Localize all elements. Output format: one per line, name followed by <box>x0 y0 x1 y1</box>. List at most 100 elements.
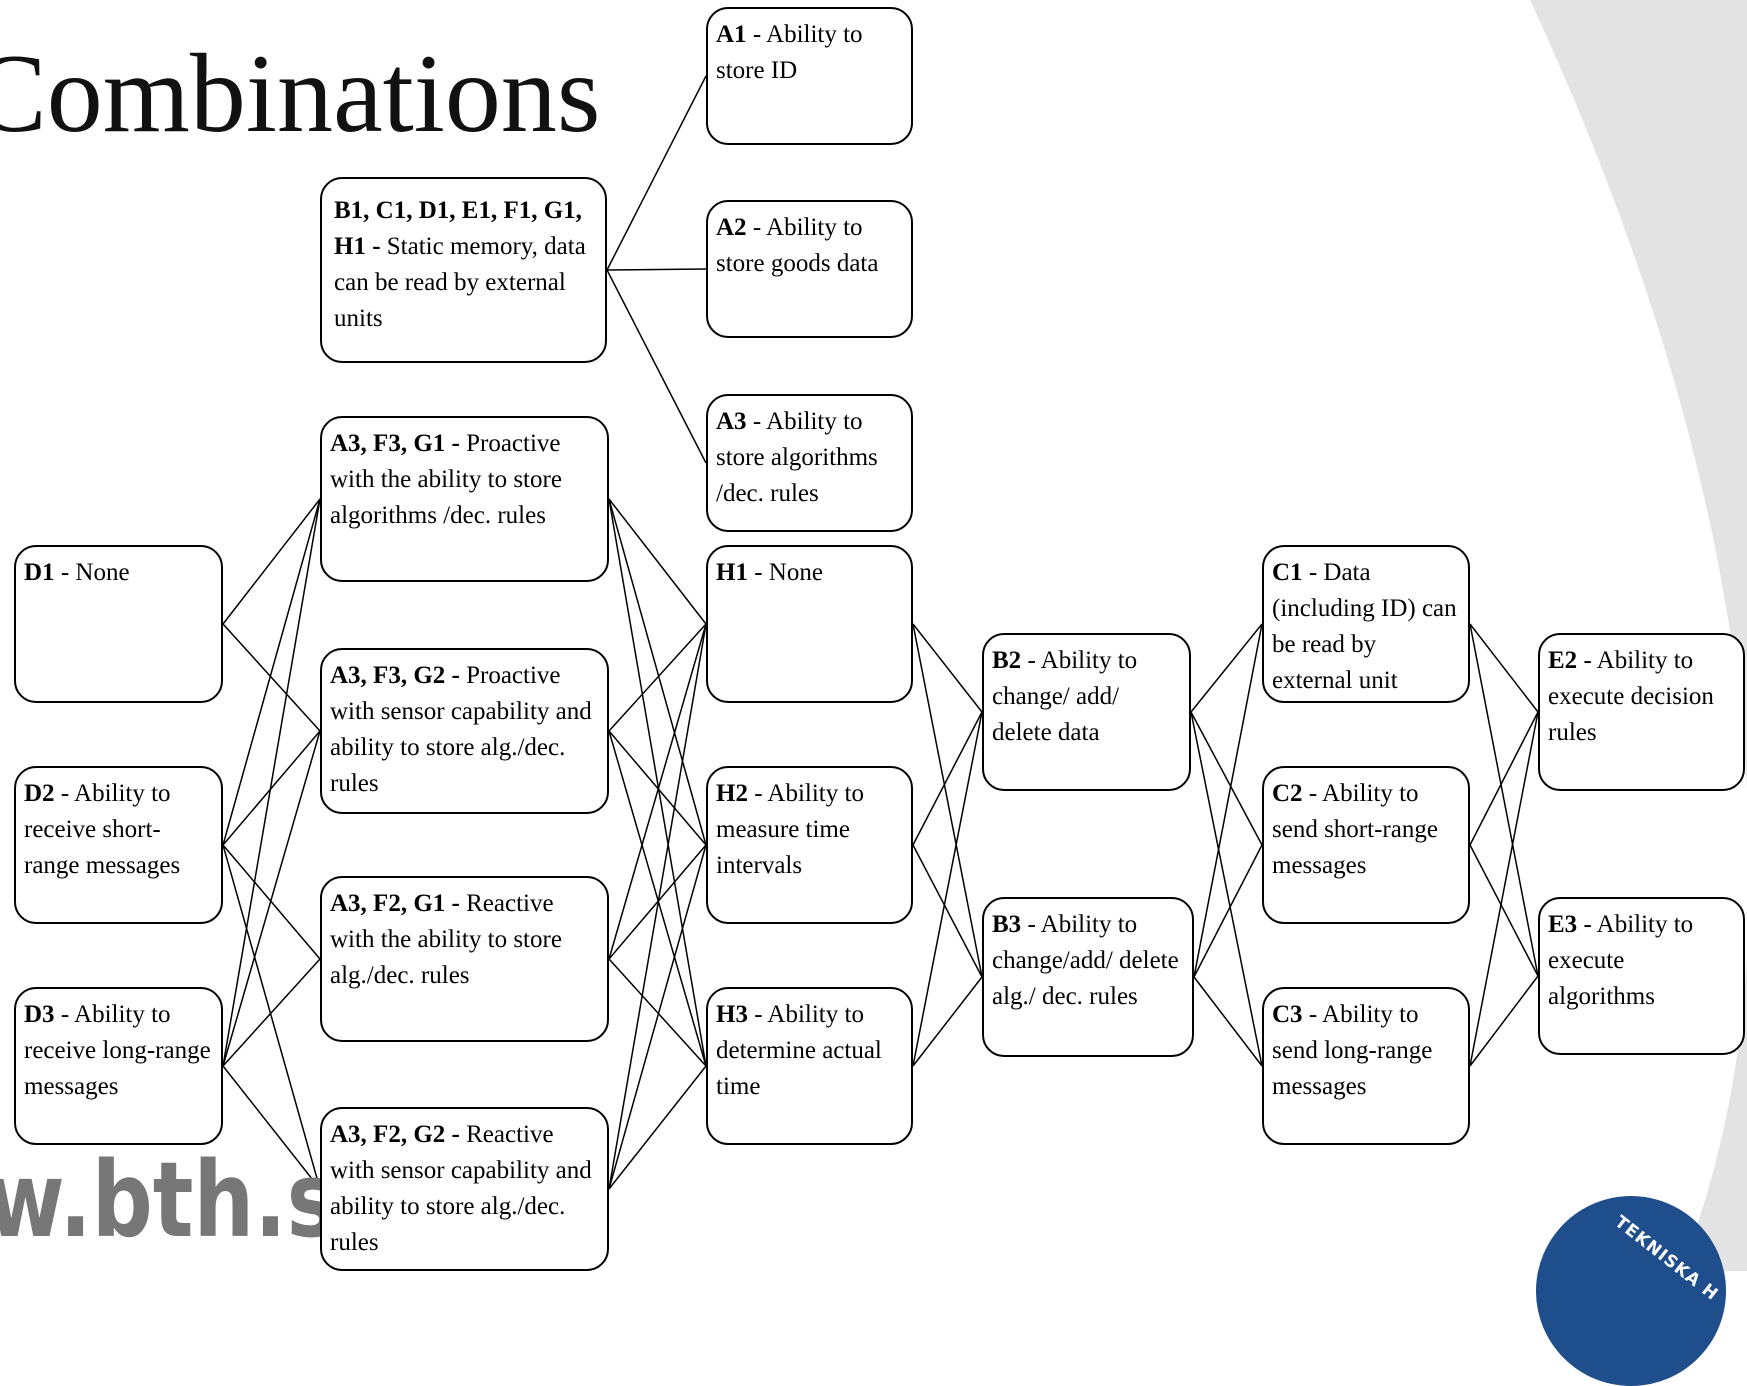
connector-d3-afg_4 <box>222 1065 321 1190</box>
node-sep: - <box>747 559 769 586</box>
node-sep: - <box>1577 911 1597 938</box>
node-code: D3 <box>24 1001 55 1028</box>
node-code: A1 <box>716 21 747 48</box>
node-h1: H1 - None <box>706 545 913 703</box>
connector-d1-afg_2 <box>222 623 321 732</box>
connector-c2-e3 <box>1469 844 1539 977</box>
connector-d1-afg_1 <box>222 498 321 625</box>
node-text: None <box>75 559 130 586</box>
connector-c2-e2 <box>1469 711 1539 846</box>
node-text: Ability to change/ add/ delete data <box>992 647 1138 746</box>
node-code: A3, F2, G2 - <box>330 1121 460 1148</box>
node-code: A3, F3, G1 - <box>330 430 460 457</box>
connector-afg_1-h1 <box>608 498 707 625</box>
connector-afg_4-h3 <box>608 1065 707 1190</box>
node-text: Ability to store ID <box>716 21 863 84</box>
node-d1: D1 - None <box>14 545 223 703</box>
slide-title: Combinations <box>0 32 601 156</box>
node-text: Ability to receive short-range messages <box>24 780 181 879</box>
node-sep: - <box>747 1001 768 1028</box>
node-text: None <box>768 559 823 586</box>
node-a3-f2-g1: A3, F2, G1 - Reactive with the ability t… <box>320 876 609 1042</box>
node-code: E2 <box>1548 647 1578 674</box>
connector-b3-c2 <box>1193 844 1263 978</box>
node-text: Ability to determine actual time <box>716 1001 882 1100</box>
node-sep: - <box>54 1001 75 1028</box>
connector-afg_1-h2 <box>608 498 707 846</box>
node-code: A2 <box>716 214 747 241</box>
node-text: Ability to store goods data <box>716 214 879 277</box>
connector-c1-e3 <box>1469 623 1539 977</box>
node-sep: - <box>1302 780 1323 807</box>
node-text: Reactive with the ability to store alg./… <box>330 890 562 989</box>
node-code: E3 <box>1548 911 1578 938</box>
connector-afg_2-h1 <box>608 623 707 732</box>
connector-c1-e2 <box>1469 623 1539 713</box>
background-arc <box>1530 0 1747 1271</box>
connector-h3-b3 <box>912 976 983 1067</box>
node-code: A3 <box>716 408 747 435</box>
node-a3-f3-g2: A3, F3, G2 - Proactive with sensor capab… <box>320 648 609 814</box>
node-text: Data (including ID) can be read by exter… <box>1272 559 1457 694</box>
connector-d2-afg_2 <box>222 730 321 846</box>
connector-b3-c3 <box>1193 976 1263 1067</box>
node-text: Ability to store algorithms /dec. rules <box>716 408 878 507</box>
node-text: Ability to send short-range messages <box>1272 780 1438 879</box>
node-code: C2 <box>1272 780 1303 807</box>
node-b1-static-memory: B1, C1, D1, E1, F1, G1, H1 - Static memo… <box>320 177 607 363</box>
connector-afg_2-h2 <box>608 730 707 846</box>
node-code: C3 <box>1272 1001 1303 1028</box>
node-sep: - <box>1302 559 1324 586</box>
node-sep: - <box>747 780 768 807</box>
node-code: H3 <box>716 1001 748 1028</box>
connector-h1-b2 <box>912 623 983 713</box>
node-code: D2 <box>24 780 55 807</box>
node-a3-f2-g2: A3, F2, G2 - Reactive with sensor capabi… <box>320 1107 609 1271</box>
node-code: C1 <box>1272 559 1303 586</box>
node-sep: - <box>1021 647 1041 674</box>
node-code: A3, F2, G1 - <box>330 890 460 917</box>
node-sep: - <box>746 21 767 48</box>
node-text: Ability to measure time intervals <box>716 780 864 879</box>
connector-afg_2-h3 <box>608 730 707 1067</box>
node-a2: A2 - Ability to store goods data <box>706 200 913 338</box>
connector-afg_3-h3 <box>608 958 707 1067</box>
connector-afg_3-h1 <box>608 623 707 960</box>
node-a3: A3 - Ability to store algorithms /dec. r… <box>706 394 913 532</box>
node-text: Ability to execute decision rules <box>1548 647 1714 746</box>
node-text: Ability to send long-range messages <box>1272 1001 1433 1100</box>
node-text: Ability to execute algorithms <box>1548 911 1694 1010</box>
node-sep: - <box>54 780 75 807</box>
node-text: Proactive with the ability to store algo… <box>330 430 562 529</box>
node-h2: H2 - Ability to measure time intervals <box>706 766 913 924</box>
connector-b1-a2 <box>606 268 707 271</box>
node-code: B2 <box>992 647 1022 674</box>
node-c2: C2 - Ability to send short-range message… <box>1262 766 1470 924</box>
node-c1: C1 - Data (including ID) can be read by … <box>1262 545 1470 703</box>
connector-d3-afg_3 <box>222 958 321 1067</box>
node-code: B3 <box>992 911 1022 938</box>
node-e3: E3 - Ability to execute algorithms <box>1538 897 1745 1055</box>
connector-h2-b2 <box>912 711 983 846</box>
connector-afg_1-h3 <box>608 498 707 1067</box>
connector-d2-afg_3 <box>222 844 321 960</box>
connector-d2-afg_4 <box>222 844 321 1190</box>
node-text: Ability to change/add/ delete alg./ dec.… <box>992 911 1179 1010</box>
node-a3-f3-g1: A3, F3, G1 - Proactive with the ability … <box>320 416 609 582</box>
node-c3: C3 - Ability to send long-range messages <box>1262 987 1470 1145</box>
connector-b2-c2 <box>1190 711 1263 846</box>
connector-b1-a3 <box>606 269 707 464</box>
node-code: H1 <box>716 559 748 586</box>
connector-c3-e2 <box>1469 711 1539 1067</box>
connector-afg_4-h2 <box>608 844 707 1190</box>
connector-h1-b3 <box>912 623 983 978</box>
node-sep: - <box>1302 1001 1323 1028</box>
node-d2: D2 - Ability to receive short-range mess… <box>14 766 223 924</box>
node-h3: H3 - Ability to determine actual time <box>706 987 913 1145</box>
node-text: Proactive with sensor capability and abi… <box>330 662 592 797</box>
connector-h2-b3 <box>912 844 983 978</box>
connector-d3-afg_2 <box>222 730 321 1067</box>
node-code: D1 <box>24 559 55 586</box>
connector-b1-a1 <box>606 75 707 271</box>
connector-d3-afg_1 <box>222 498 321 1067</box>
